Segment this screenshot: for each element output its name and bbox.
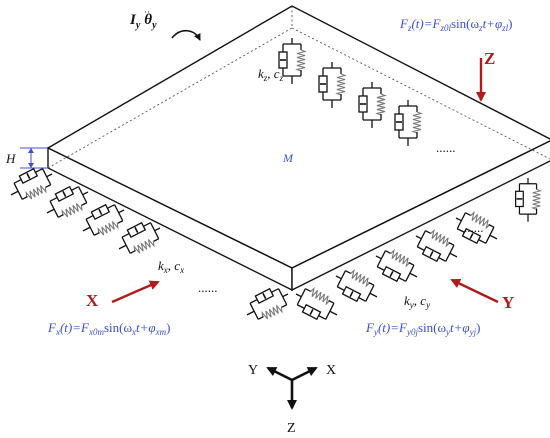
y-force-arrow-icon [450, 278, 499, 304]
y-force: Y Fy(t)=Fy0jsin(ωyt+φyj) [365, 278, 514, 337]
height-label: H [5, 151, 16, 166]
z-force: Fz(t)=Fz0lsin(ωzt+φzl) Z [399, 16, 513, 102]
y-springs-ellipsis: ...... [464, 220, 484, 235]
coordinate-axes: Y X Z [248, 363, 336, 436]
y-springs: ...... [289, 205, 504, 328]
x-springs-ellipsis: ...... [198, 280, 218, 295]
y-spring-damper [369, 243, 424, 290]
x-spring-damper [240, 281, 295, 328]
ddot-mark: ·· [144, 7, 150, 17]
ky-cy-label: ky, cy [404, 293, 430, 310]
y-axis-label: Y [248, 363, 258, 378]
y-axis-arrow-icon [266, 366, 293, 382]
plate-right-side [291, 140, 550, 292]
z-arrow-label: Z [484, 49, 495, 68]
z-spring-damper [514, 177, 542, 223]
hidden-edge-right [291, 27, 550, 160]
hidden-edge-left [47, 27, 293, 169]
z-axis-label: Z [287, 421, 296, 436]
z-springs: ...... [278, 37, 542, 223]
kx-cx-label: kx, cx [158, 258, 184, 275]
plate [46, 5, 550, 292]
z-force-equation: Fz(t)=Fz0lsin(ωzt+φzl) [399, 16, 513, 33]
x-axis-label: X [326, 363, 336, 378]
moment-sub: y [135, 20, 141, 31]
height-dimension: H [5, 147, 48, 169]
y-spring-damper [329, 263, 384, 310]
y-spring-damper [289, 281, 344, 328]
y-arrow-label: Y [502, 293, 514, 312]
x-force-equation: Fx(t)=Fx0msin(ωxt+φxm) [47, 320, 170, 337]
x-force: X Fx(t)=Fx0msin(ωxt+φxm) [47, 280, 170, 337]
x-force-arrow-icon [111, 280, 160, 304]
y-spring-damper [409, 223, 464, 270]
z-springs-ellipsis: ...... [436, 140, 456, 155]
moment-symbol: I [129, 12, 137, 28]
x-springs: ...... [4, 161, 295, 328]
moment-accel-symbol: θ [144, 12, 152, 28]
y-force-equation: Fy(t)=Fy0jsin(ωyt+φyj) [365, 320, 480, 337]
kz-cz-label: kz, cz [258, 66, 284, 83]
mass-label: M [282, 151, 294, 165]
x-arrow-label: X [86, 291, 99, 310]
moment-accel-sub: y [151, 20, 157, 31]
rotation-arrow-icon [171, 29, 201, 41]
x-axis-arrow-icon [291, 366, 318, 382]
